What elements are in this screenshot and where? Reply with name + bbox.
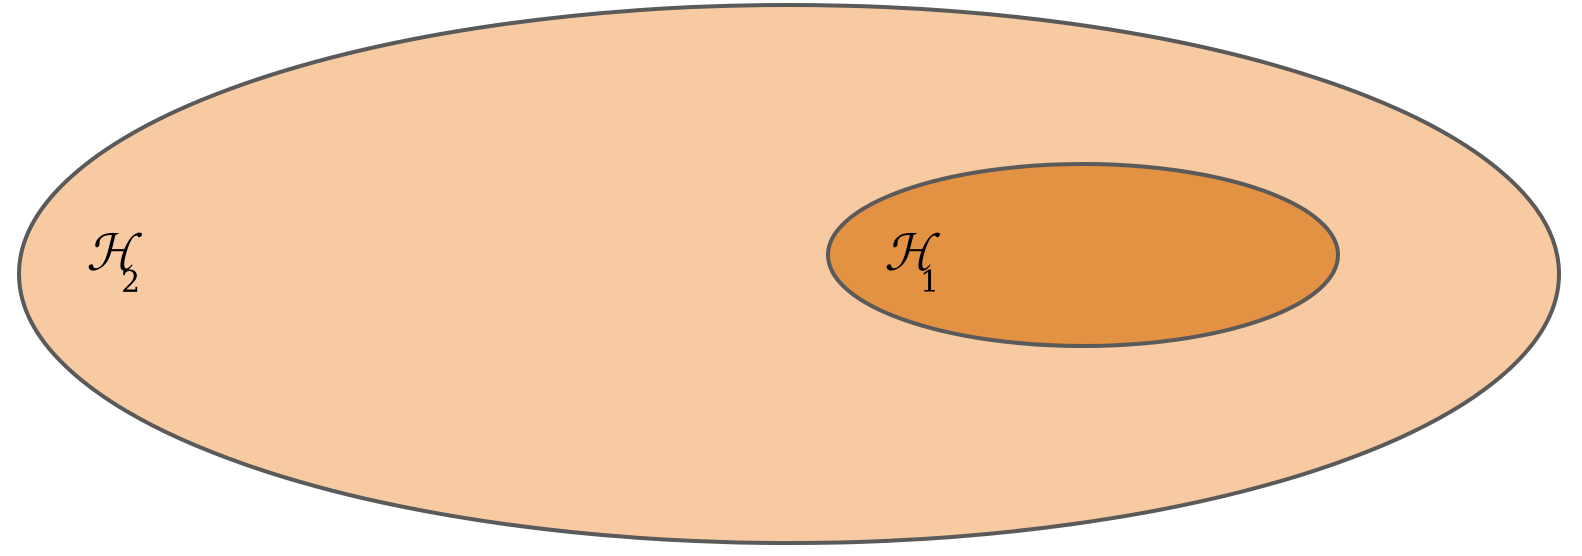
- outer-set-label: ℋ 2: [86, 224, 143, 300]
- outer-set-ellipse: [17, 3, 1561, 545]
- inner-set-ellipse: [826, 162, 1340, 348]
- outer-set-symbol: ℋ: [86, 224, 143, 282]
- outer-set-subscript: 2: [121, 265, 140, 300]
- inner-set-subscript: 1: [920, 265, 939, 300]
- inner-set-label: ℋ 1: [884, 224, 941, 300]
- inner-set-symbol: ℋ: [884, 224, 941, 282]
